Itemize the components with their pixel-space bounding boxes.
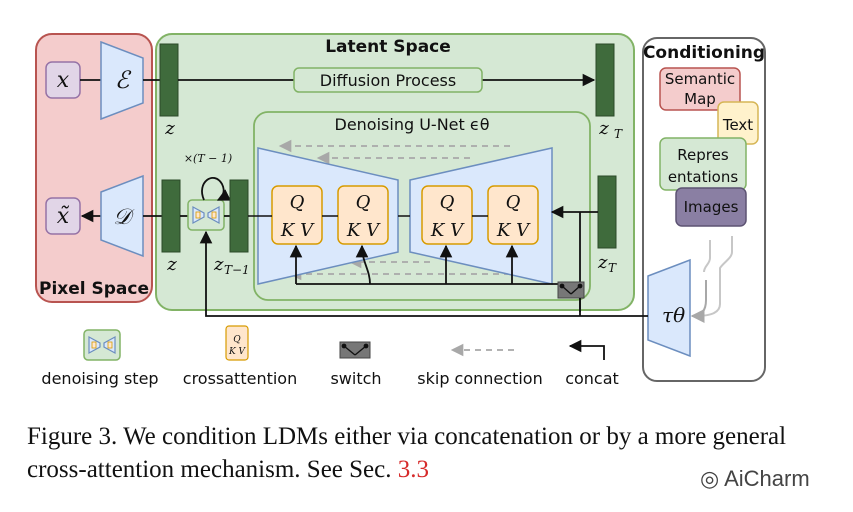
zT-label-bottom: z: [597, 252, 608, 273]
zT-latent-bar-top: [595, 43, 615, 117]
decoder-trapezoid: [100, 174, 144, 258]
text-label: Text: [722, 116, 753, 134]
svg-text:Q: Q: [506, 192, 521, 213]
svg-text:K V: K V: [496, 220, 531, 241]
zT-latent-bar-bottom: [597, 175, 617, 249]
conditioning-merge-arrows: [695, 236, 733, 317]
legend-concat-arrow: [568, 339, 605, 360]
svg-text:K V: K V: [280, 220, 315, 241]
attention-block-1: Q K V: [271, 185, 323, 245]
encoder-label: ℰ: [115, 66, 132, 94]
legend-switch-icon: [339, 341, 371, 359]
z-label-bottom: z: [166, 254, 177, 275]
figure-caption: Figure 3. We condition LDMs either via c…: [27, 420, 797, 486]
x-label: x: [57, 68, 70, 93]
decoder-label: 𝒟: [113, 205, 135, 230]
wechat-icon: ◎: [700, 466, 725, 491]
repeat-loop-arrow: [201, 177, 231, 201]
attention-block-4: Q K V: [487, 185, 539, 245]
representations-label-1: Repres: [677, 146, 729, 164]
legend-switch-label: switch: [330, 369, 381, 388]
legend-crossattention-label: crossattention: [183, 369, 297, 388]
watermark-text: AiCharm: [724, 466, 810, 491]
tau-encoder-trapezoid: [647, 258, 691, 358]
repeat-label: ×(T − 1): [184, 152, 232, 165]
tau-label: τθ: [662, 303, 685, 327]
x-tilde-label: x̃: [57, 204, 70, 229]
images-label: Images: [684, 198, 739, 216]
semantic-map-box: [659, 67, 741, 111]
svg-text:Q: Q: [290, 192, 305, 213]
representations-label-2: entations: [668, 168, 739, 186]
legend-denoising-step-label: denoising step: [41, 369, 158, 388]
z-latent-bar-bottom: [161, 179, 181, 253]
attention-block-2: Q K V: [337, 185, 389, 245]
switch-icon: [557, 281, 585, 299]
zT-subscript-top: T: [614, 127, 623, 141]
diffusion-process-label: Diffusion Process: [320, 71, 456, 90]
legend-concat-label: concat: [565, 369, 619, 388]
z-latent-bar-top: [159, 43, 179, 117]
svg-text:K V: K V: [430, 220, 465, 241]
zT-label-top: z: [598, 118, 609, 139]
x-tilde-output-box: [45, 197, 81, 235]
images-box: [675, 187, 747, 227]
semantic-map-label-2: Map: [684, 90, 716, 108]
semantic-map-label-1: Semantic: [665, 70, 735, 88]
watermark: ◎ AiCharm: [700, 466, 810, 492]
encoder-trapezoid: [100, 40, 144, 121]
zT-1-label: z: [213, 254, 224, 275]
tau-output-wire: [199, 230, 648, 317]
cond-arrow-2: [355, 244, 371, 285]
denoising-step-icon: [187, 199, 225, 231]
attention-block-3: Q K V: [421, 185, 473, 245]
z-label-top: z: [164, 118, 175, 139]
diffusion-process-box: [293, 67, 483, 93]
zT-1-subscript: T−1: [224, 263, 250, 277]
conditioning-to-tau-arrow: [690, 280, 707, 323]
svg-text:Q: Q: [356, 192, 371, 213]
latent-space-title: Latent Space: [325, 37, 451, 57]
unet-title: Denoising U-Net ϵθ: [335, 115, 490, 134]
caption-text: Figure 3. We condition LDMs either via c…: [27, 423, 787, 483]
zT-1-latent-bar: [229, 179, 249, 253]
conditioning-title: Conditioning: [643, 43, 765, 63]
svg-text:K V: K V: [346, 220, 381, 241]
svg-text:Q: Q: [233, 335, 241, 345]
zT-subscript-bottom: T: [608, 261, 617, 275]
caption-section-ref[interactable]: 3.3: [397, 456, 429, 483]
pixel-space-title: Pixel Space: [39, 279, 149, 299]
legend-crossattention-icon: Q K V: [225, 325, 249, 361]
svg-text:K V: K V: [228, 347, 247, 357]
svg-text:Q: Q: [440, 192, 455, 213]
legend-denoising-step-icon: [83, 329, 121, 361]
legend-skip-connection-label: skip connection: [417, 369, 542, 388]
